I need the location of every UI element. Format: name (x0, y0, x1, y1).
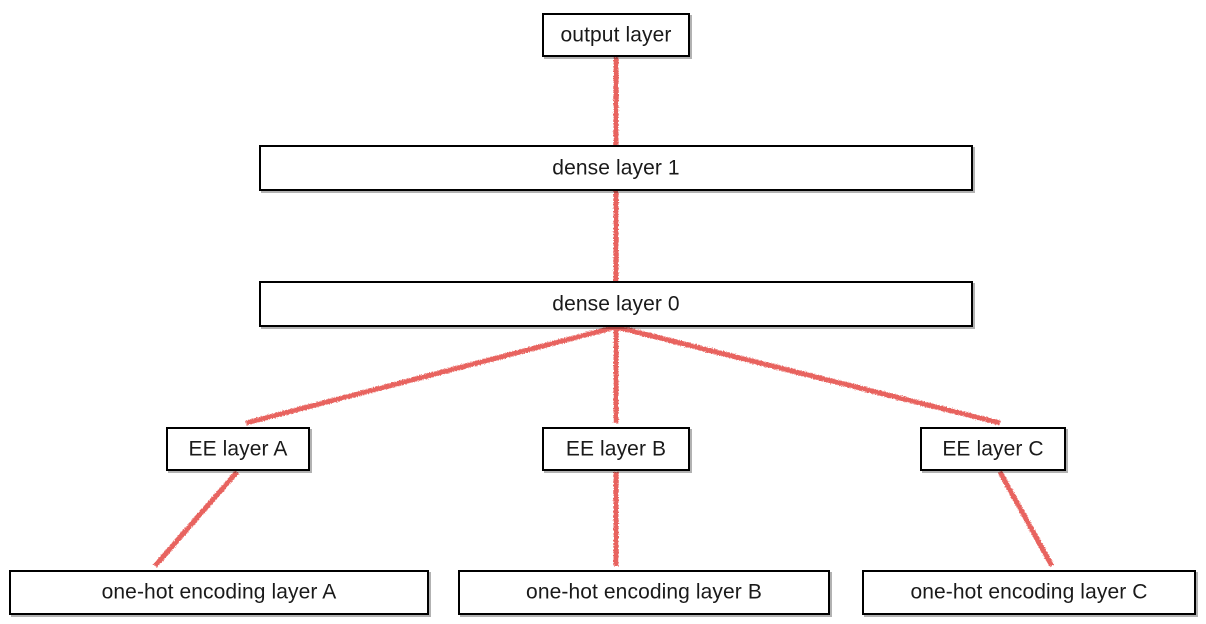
node-label: output layer (560, 23, 672, 46)
node-label: dense layer 1 (552, 156, 680, 179)
node-ee_b[interactable]: EE layer B (542, 427, 690, 471)
node-ee_c[interactable]: EE layer C (920, 427, 1066, 471)
node-onehot_a[interactable]: one-hot encoding layer A (9, 570, 429, 615)
node-ee_a[interactable]: EE layer A (166, 427, 310, 471)
node-dense1[interactable]: dense layer 1 (259, 145, 973, 191)
node-label: one-hot encoding layer C (910, 580, 1148, 604)
edge-dense0-to-ee_c (615, 324, 1001, 426)
node-onehot_b[interactable]: one-hot encoding layer B (458, 570, 830, 615)
node-onehot_c[interactable]: one-hot encoding layer C (862, 570, 1196, 615)
node-label: EE layer A (188, 437, 288, 460)
node-output[interactable]: output layer (542, 13, 690, 57)
edge-dense0-to-ee_a (245, 324, 617, 426)
node-label: one-hot encoding layer A (101, 580, 337, 604)
edge-ee_c-to-onehot_c (997, 470, 1055, 568)
node-label: EE layer B (565, 437, 667, 460)
node-label: dense layer 0 (552, 292, 680, 315)
edge-ee_a-to-onehot_a (153, 470, 239, 568)
node-dense0[interactable]: dense layer 0 (259, 281, 973, 327)
node-label: one-hot encoding layer B (526, 580, 762, 604)
node-label: EE layer C (942, 437, 1044, 460)
